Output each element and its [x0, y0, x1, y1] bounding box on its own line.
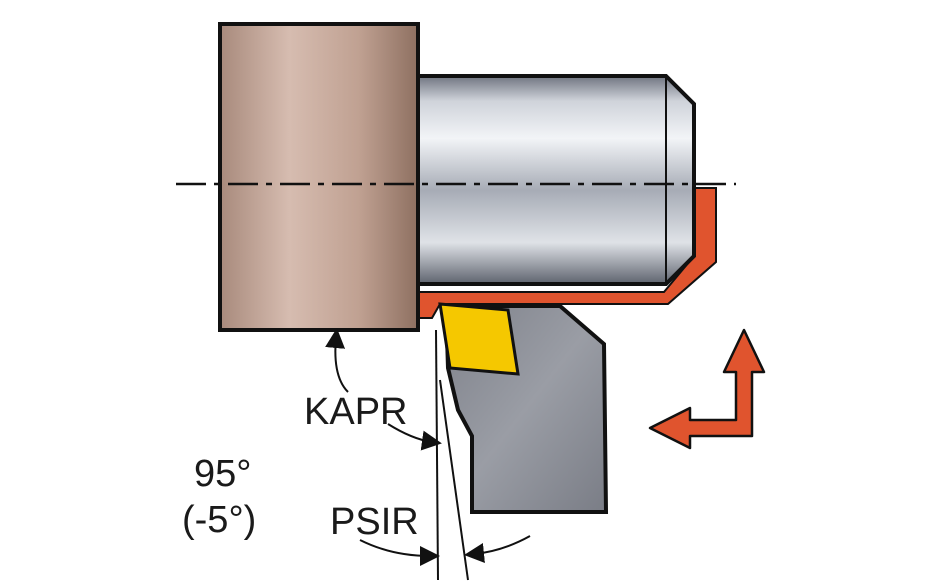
cutting-insert	[438, 302, 520, 376]
psir-arc-left	[359, 539, 440, 566]
kapr-arc	[387, 423, 442, 451]
kapr-reference-line	[435, 329, 439, 581]
angle-value: 95°	[194, 453, 251, 495]
psir-label: PSIR	[330, 501, 419, 543]
feed-direction-arrows-icon	[648, 328, 766, 450]
psir-reference-line	[439, 379, 469, 581]
psir-arc-right	[464, 535, 531, 563]
kapr-pointer-arrow	[325, 328, 349, 393]
workpiece-chuck	[218, 22, 420, 332]
kapr-label: KAPR	[304, 391, 407, 433]
workpiece-shaft	[416, 74, 696, 286]
angle-value-alt: (-5°)	[182, 499, 256, 541]
